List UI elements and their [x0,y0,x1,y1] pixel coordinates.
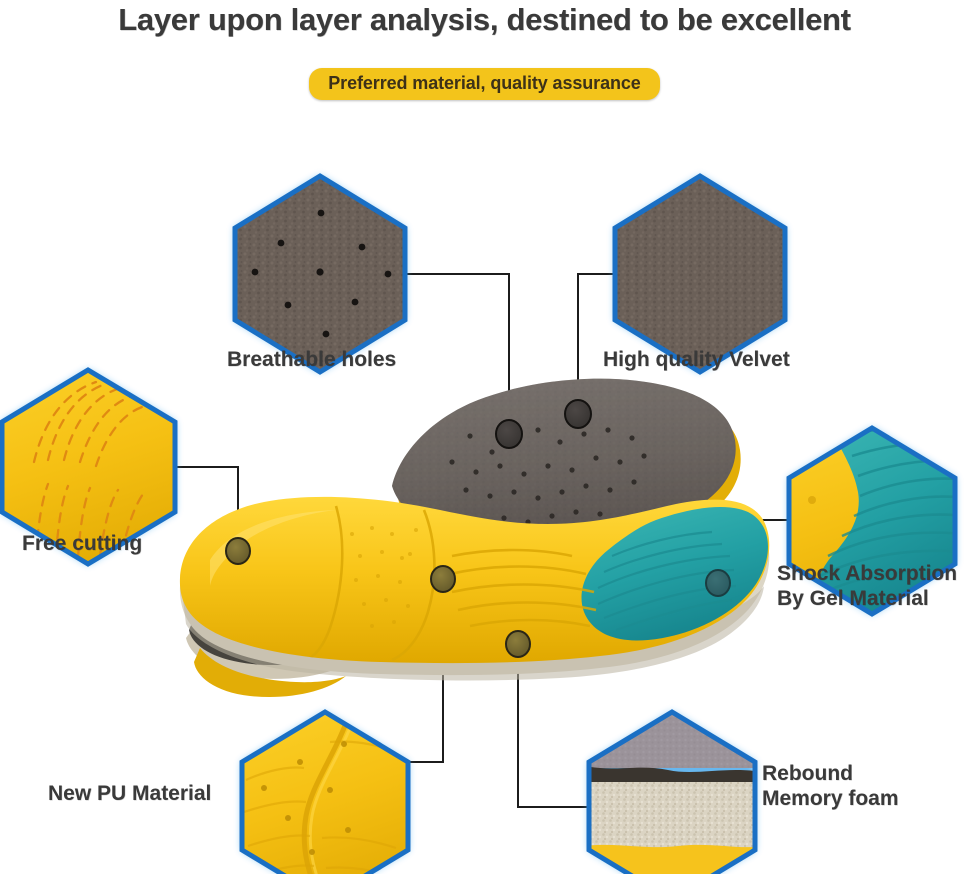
callout-dot-shock-absorption [705,569,731,597]
label-new-pu-material: New PU Material [48,782,212,805]
connector-velvet [577,273,615,408]
insole-underlayer-yellow [194,648,346,698]
memory-foam-seam [589,766,755,784]
label-free-cutting: Free cutting [22,532,143,555]
insole-pinprick-texture [350,526,418,628]
pu-hole-dots [261,741,351,855]
hex-swatch-shock-absorption [786,425,958,617]
callout-dot-memory-foam [505,630,531,658]
page-title: Layer upon layer analysis, destined to b… [118,2,851,37]
label-high-quality-velvet: High quality Velvet [603,348,790,371]
gel-heel-pad [581,506,768,641]
hex-swatch-velvet [612,173,788,375]
hex-swatch-pu-material [239,709,411,874]
quality-badge: Preferred material, quality assurance [309,68,660,100]
callout-dots [225,399,731,658]
label-shock-absorption-line1: Shock Absorption [777,562,958,585]
connector-breathable-holes [405,273,510,428]
top-cloth-insole [392,378,741,556]
label-breathable-holes: Breathable holes [227,348,397,371]
label-rebound-memory-foam: Rebound Memory foam [762,762,899,812]
callout-dot-pu-material [430,565,456,593]
callout-dot-velvet [564,399,592,429]
label-rebound-memory-foam-line1: Rebound [762,762,853,785]
label-shock-absorption-line2: By Gel Material [777,586,929,610]
callout-dot-breathable-holes [495,419,523,449]
connector-memory-foam [517,650,589,808]
memory-foam-base [589,844,755,874]
insole-contour-lines [299,505,597,664]
label-shock-absorption: Shock Absorption By Gel Material [777,562,957,612]
bottom-pu-insole [179,496,770,698]
hex-swatch-free-cutting [0,367,178,567]
badge-container: Preferred material, quality assurance [0,68,969,100]
hex-swatch-memory-foam [586,709,758,874]
hex-swatch-breathable-holes [232,173,408,375]
label-rebound-memory-foam-line2: Memory foam [762,786,899,810]
callout-dot-free-cutting [225,537,251,565]
